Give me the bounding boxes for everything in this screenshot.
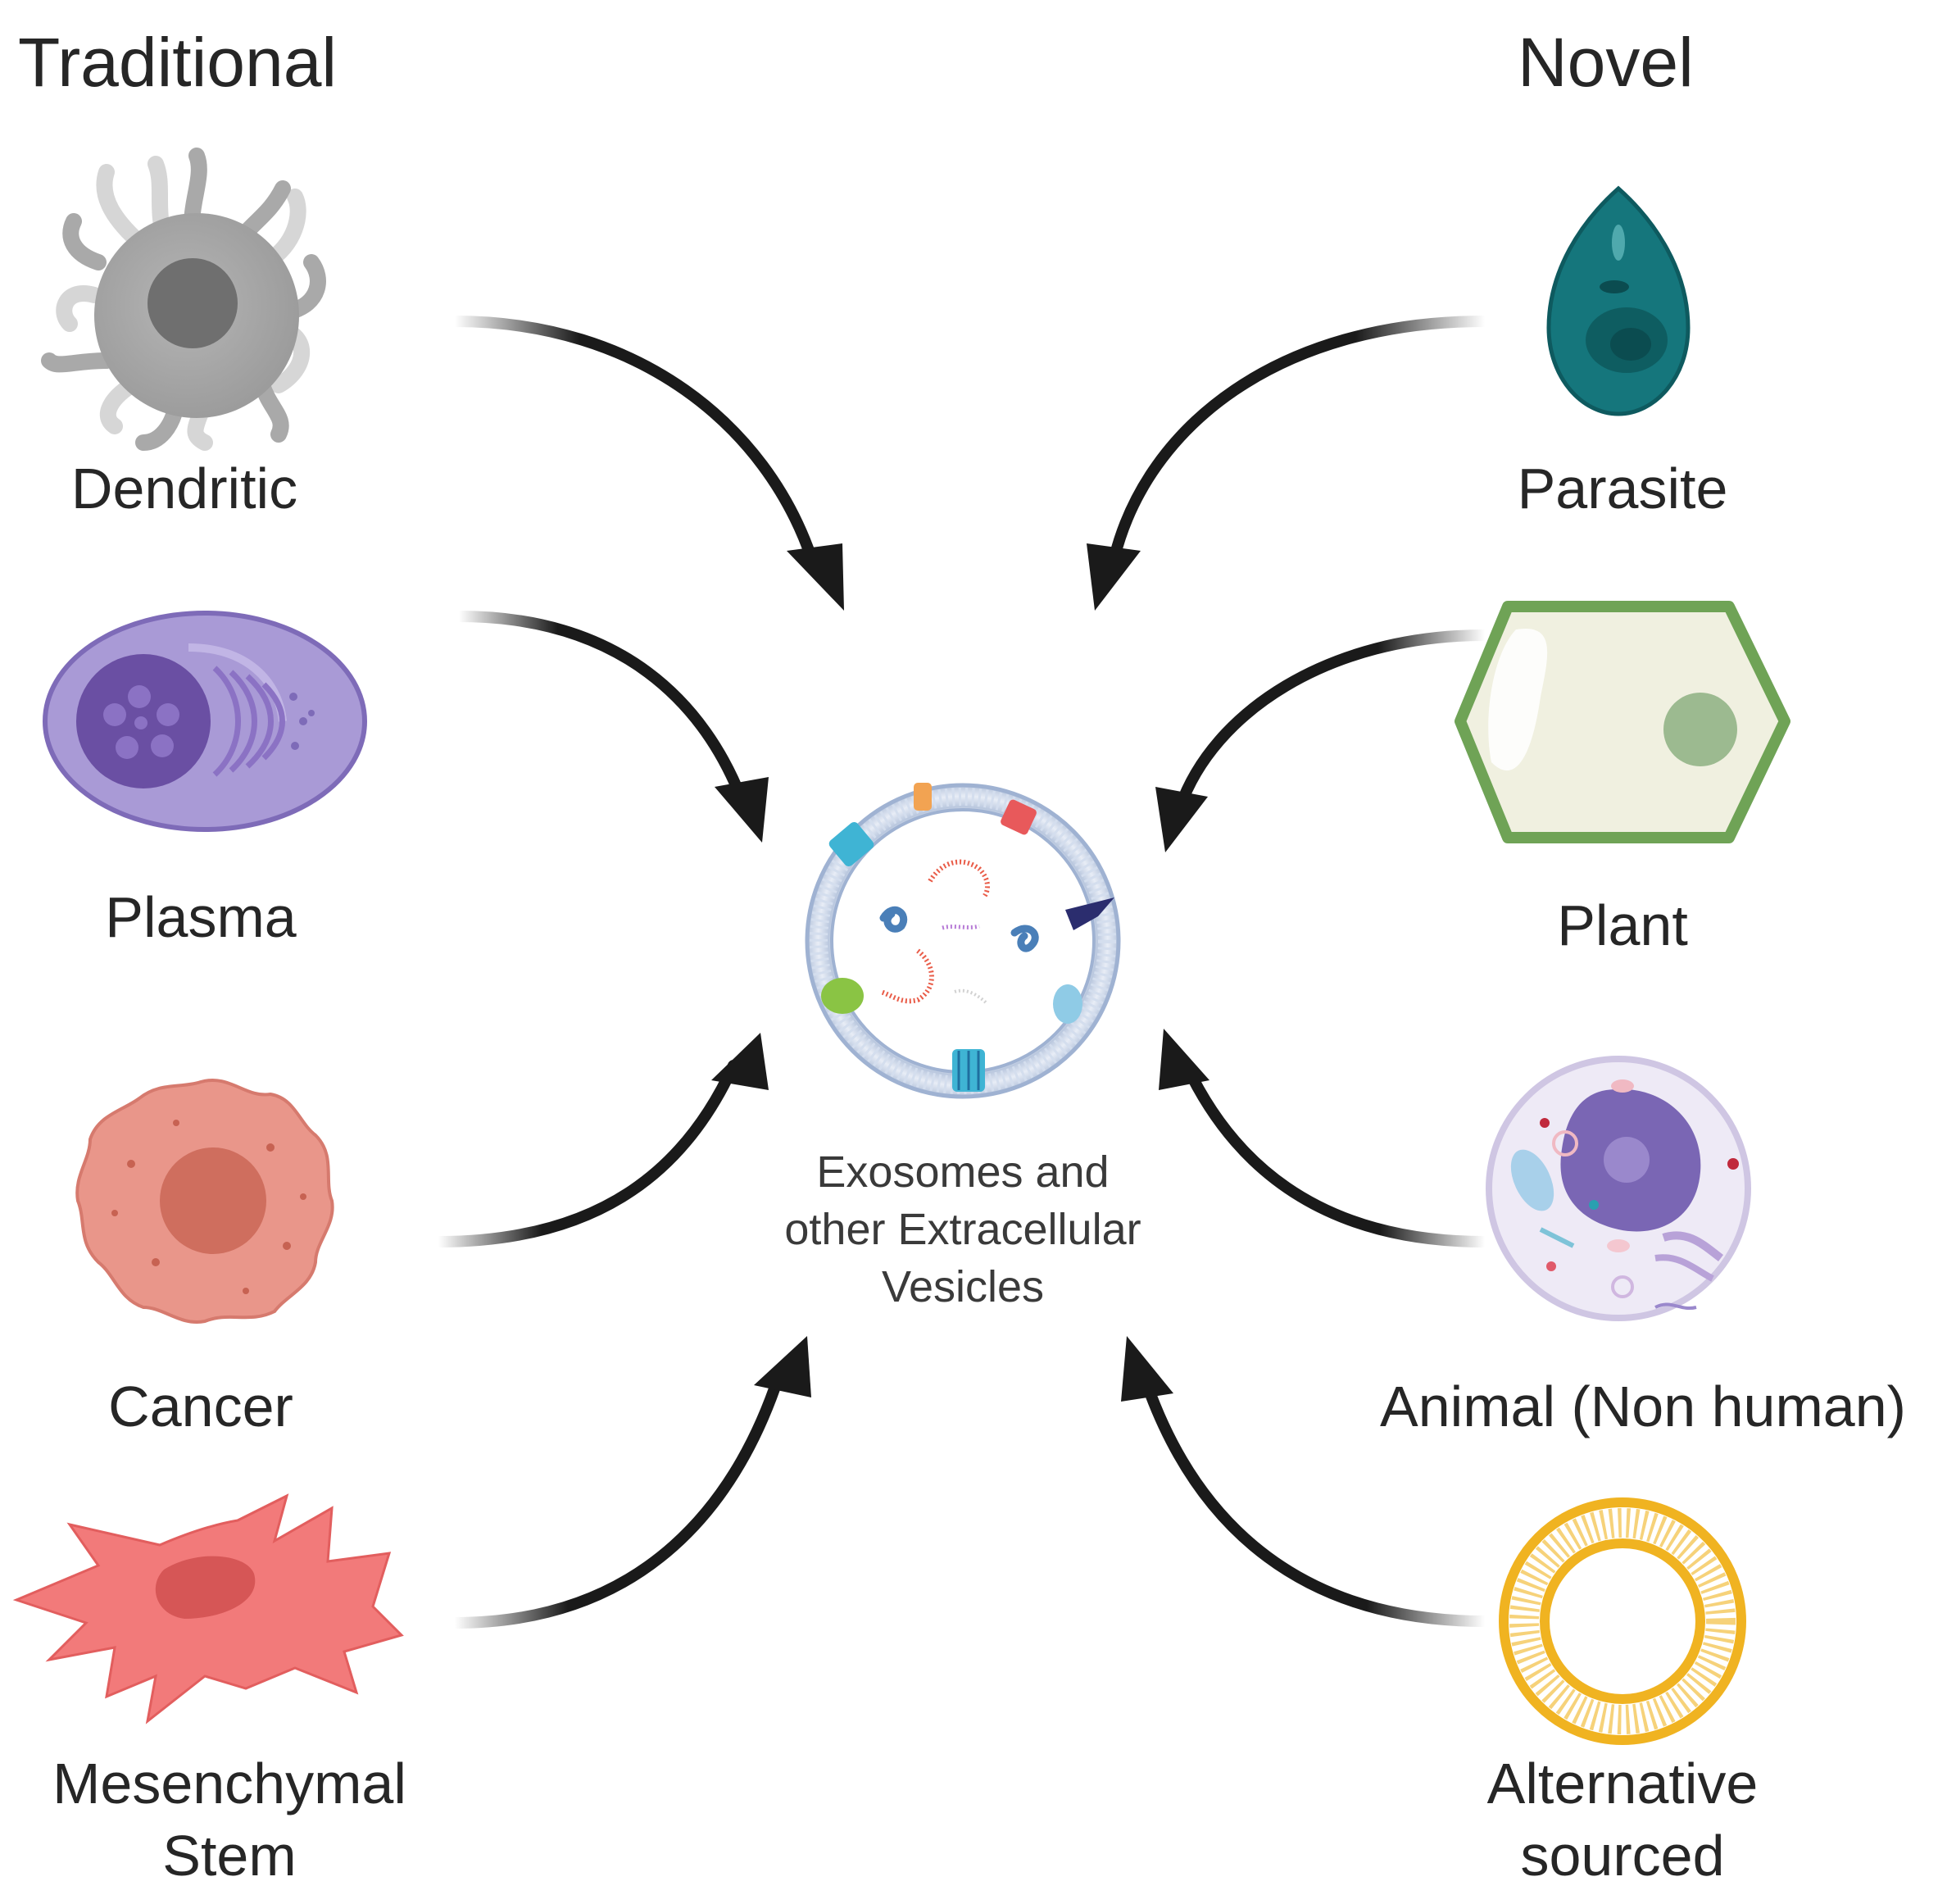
center-label: Exosomes and other Extracellular Vesicle… [721, 1143, 1205, 1316]
cancer-cell-icon [75, 1079, 334, 1324]
animal-cell-icon [1486, 1056, 1751, 1321]
plant-cell-icon [1455, 601, 1790, 843]
label-parasite: Parasite [1517, 457, 1728, 520]
arrow-parasite [1087, 316, 1491, 611]
label-cancer: Cancer [108, 1375, 293, 1438]
label-mesenchymal-line2: Stem [162, 1824, 297, 1888]
arrow-mesenchymal [449, 1336, 811, 1629]
label-alternative: Alternative sourced [1426, 1747, 1819, 1892]
heading-traditional: Traditional [18, 24, 338, 101]
label-alternative-line2: sourced [1520, 1824, 1725, 1888]
arrow-alternative [1121, 1336, 1491, 1627]
arrow-animal [1159, 1029, 1491, 1247]
arrow-plant [1155, 629, 1491, 852]
liposome-icon [1499, 1497, 1746, 1745]
arrow-dendritic [449, 316, 844, 611]
label-mesenchymal: Mesenchymal Stem [16, 1747, 442, 1892]
center-label-line1: Exosomes and [816, 1147, 1110, 1197]
mesenchymal-cell-icon [12, 1493, 404, 1725]
plasma-cell-icon [43, 611, 367, 832]
label-plant: Plant [1557, 893, 1688, 957]
arrow-plasma [453, 611, 769, 843]
label-animal: Animal (Non human) [1380, 1375, 1906, 1438]
exosome-icon [805, 783, 1121, 1099]
arrow-cancer [433, 1033, 769, 1247]
label-dendritic: Dendritic [70, 457, 298, 520]
center-label-line3: Vesicles [881, 1262, 1045, 1311]
heading-novel: Novel [1518, 24, 1694, 101]
center-label-line2: other Extracellular [784, 1205, 1141, 1254]
parasite-icon [1546, 185, 1691, 416]
label-mesenchymal-line1: Mesenchymal [52, 1752, 406, 1815]
label-alternative-line1: Alternative [1486, 1752, 1759, 1815]
label-plasma: Plasma [105, 885, 297, 949]
dendritic-cell-icon [41, 148, 326, 451]
